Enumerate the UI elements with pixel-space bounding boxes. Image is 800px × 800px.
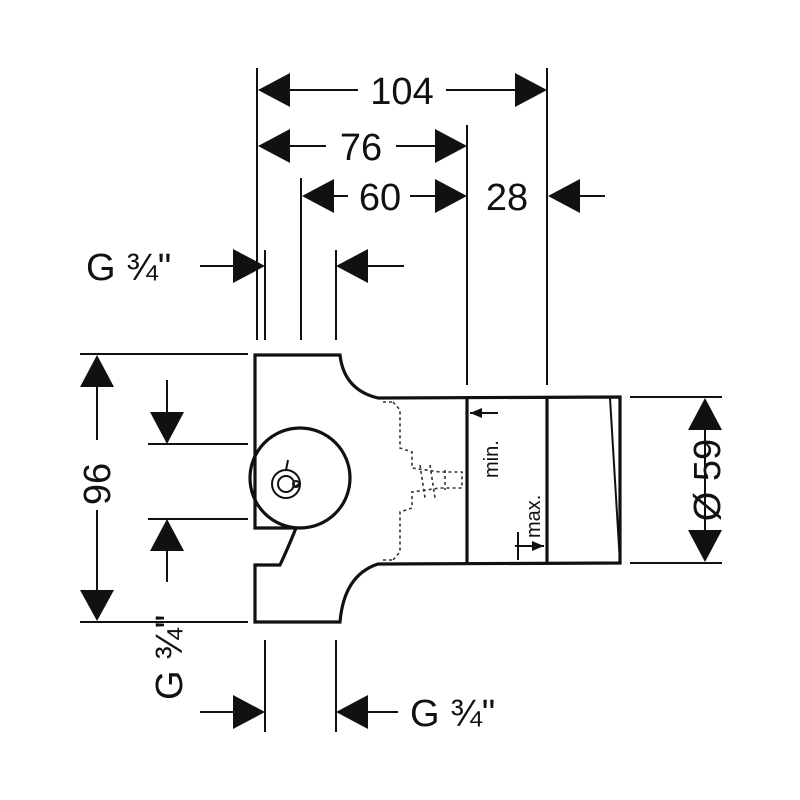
min-label: min. [481,440,503,478]
hidden-cartridge [383,401,463,561]
diameter-label: Ø 59 [687,439,729,521]
dimension-76: 76 [258,127,467,169]
thread-bottom-right: G ¾" [200,640,495,735]
top-witness-lines [256,68,548,385]
valve-body [253,353,622,624]
dimension-28-label: 28 [486,177,528,219]
thread-top-left: G ¾" [86,247,404,289]
dimension-60: 60 [302,177,467,219]
dimension-28: 28 [486,177,605,219]
install-depth-markers: min. max. [470,408,545,560]
dimension-diameter-59: Ø 59 [630,396,729,564]
dimension-60-label: 60 [359,177,401,219]
dimension-104-label: 104 [370,71,433,113]
dimension-96: 96 [77,353,248,623]
dimension-76-label: 76 [340,127,382,169]
thread-bottom-left: G ¾" [148,380,248,700]
dimension-104: 104 [258,71,547,113]
thread-bottom-right-label: G ¾" [410,693,495,735]
max-label: max. [523,495,545,538]
dimension-96-label: 96 [77,463,119,505]
thread-bottom-left-label: G ¾" [149,615,191,700]
thread-top-left-label: G ¾" [86,247,171,289]
outlet-port [248,426,352,530]
